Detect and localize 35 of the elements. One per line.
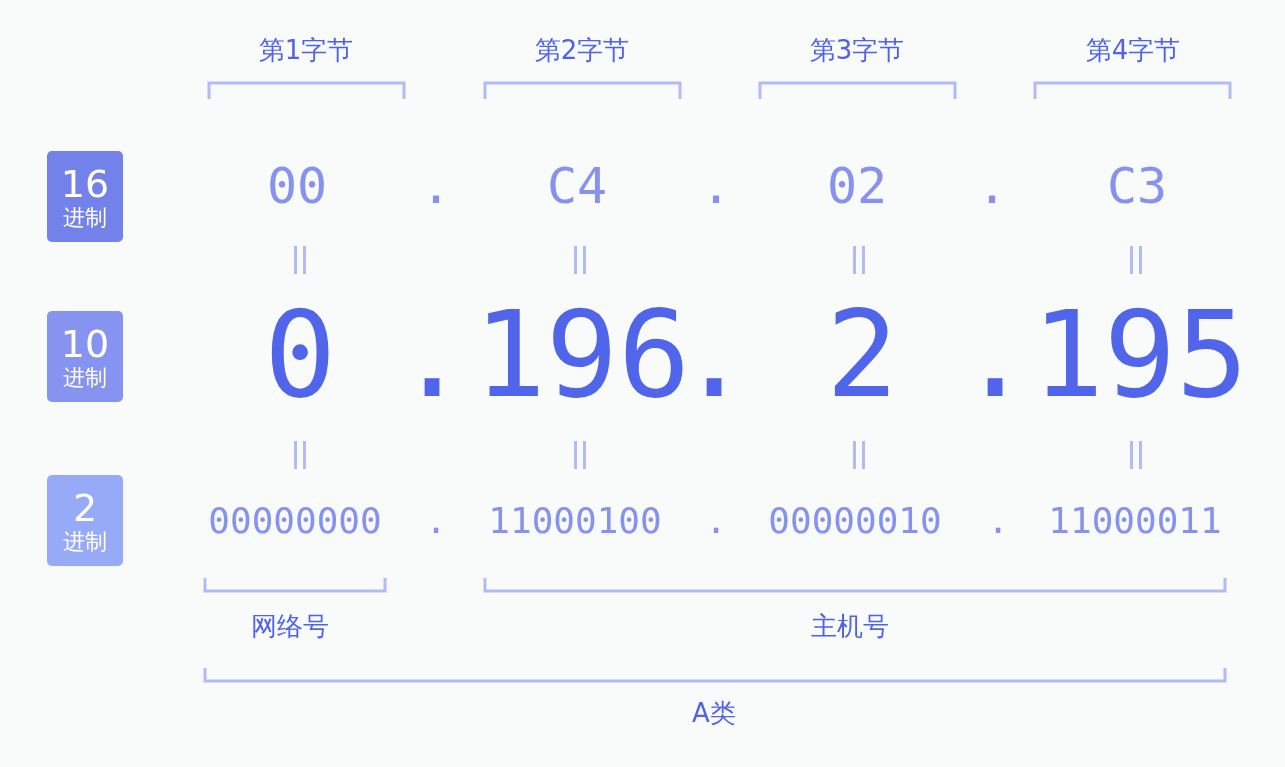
byte-header: 第2字节 [534,37,630,63]
decimal-octet: 0 [263,295,337,415]
separator-dot: . [976,161,1008,211]
bracket-label: 主机号 [811,613,889,639]
base-label: 进制 [63,531,107,553]
bracket-label: 网络号 [251,613,329,639]
base-badge [47,311,123,402]
separator-dot: . [705,503,727,539]
decimal-octet: 2 [825,295,899,415]
separator-dot: . [958,295,1032,415]
decimal-octet: 195 [1031,295,1249,415]
hex-octet: 00 [266,161,328,211]
binary-octet: 11000100 [488,503,662,539]
separator-dot: . [700,161,732,211]
hex-octet: C3 [1106,161,1168,211]
binary-octet: 00000000 [208,503,382,539]
base-number: 2 [72,489,98,527]
base-label: 进制 [63,207,107,229]
byte-header: 第1字节 [258,37,354,63]
hex-octet: C4 [546,161,608,211]
base-number: 16 [60,165,110,203]
base-badge [47,151,123,242]
separator-dot: . [987,503,1009,539]
hex-octet: 02 [826,161,888,211]
byte-header: 第4字节 [1085,37,1181,63]
base-number: 10 [60,325,110,363]
separator-dot: . [420,161,452,211]
separator-dot: . [425,503,447,539]
binary-octet: 11000011 [1048,503,1222,539]
separator-dot: . [395,295,469,415]
base-label: 进制 [63,367,107,389]
byte-header: 第3字节 [809,37,905,63]
base-badge [47,475,123,566]
binary-octet: 00000010 [768,503,942,539]
bracket-label: A类 [692,700,736,726]
